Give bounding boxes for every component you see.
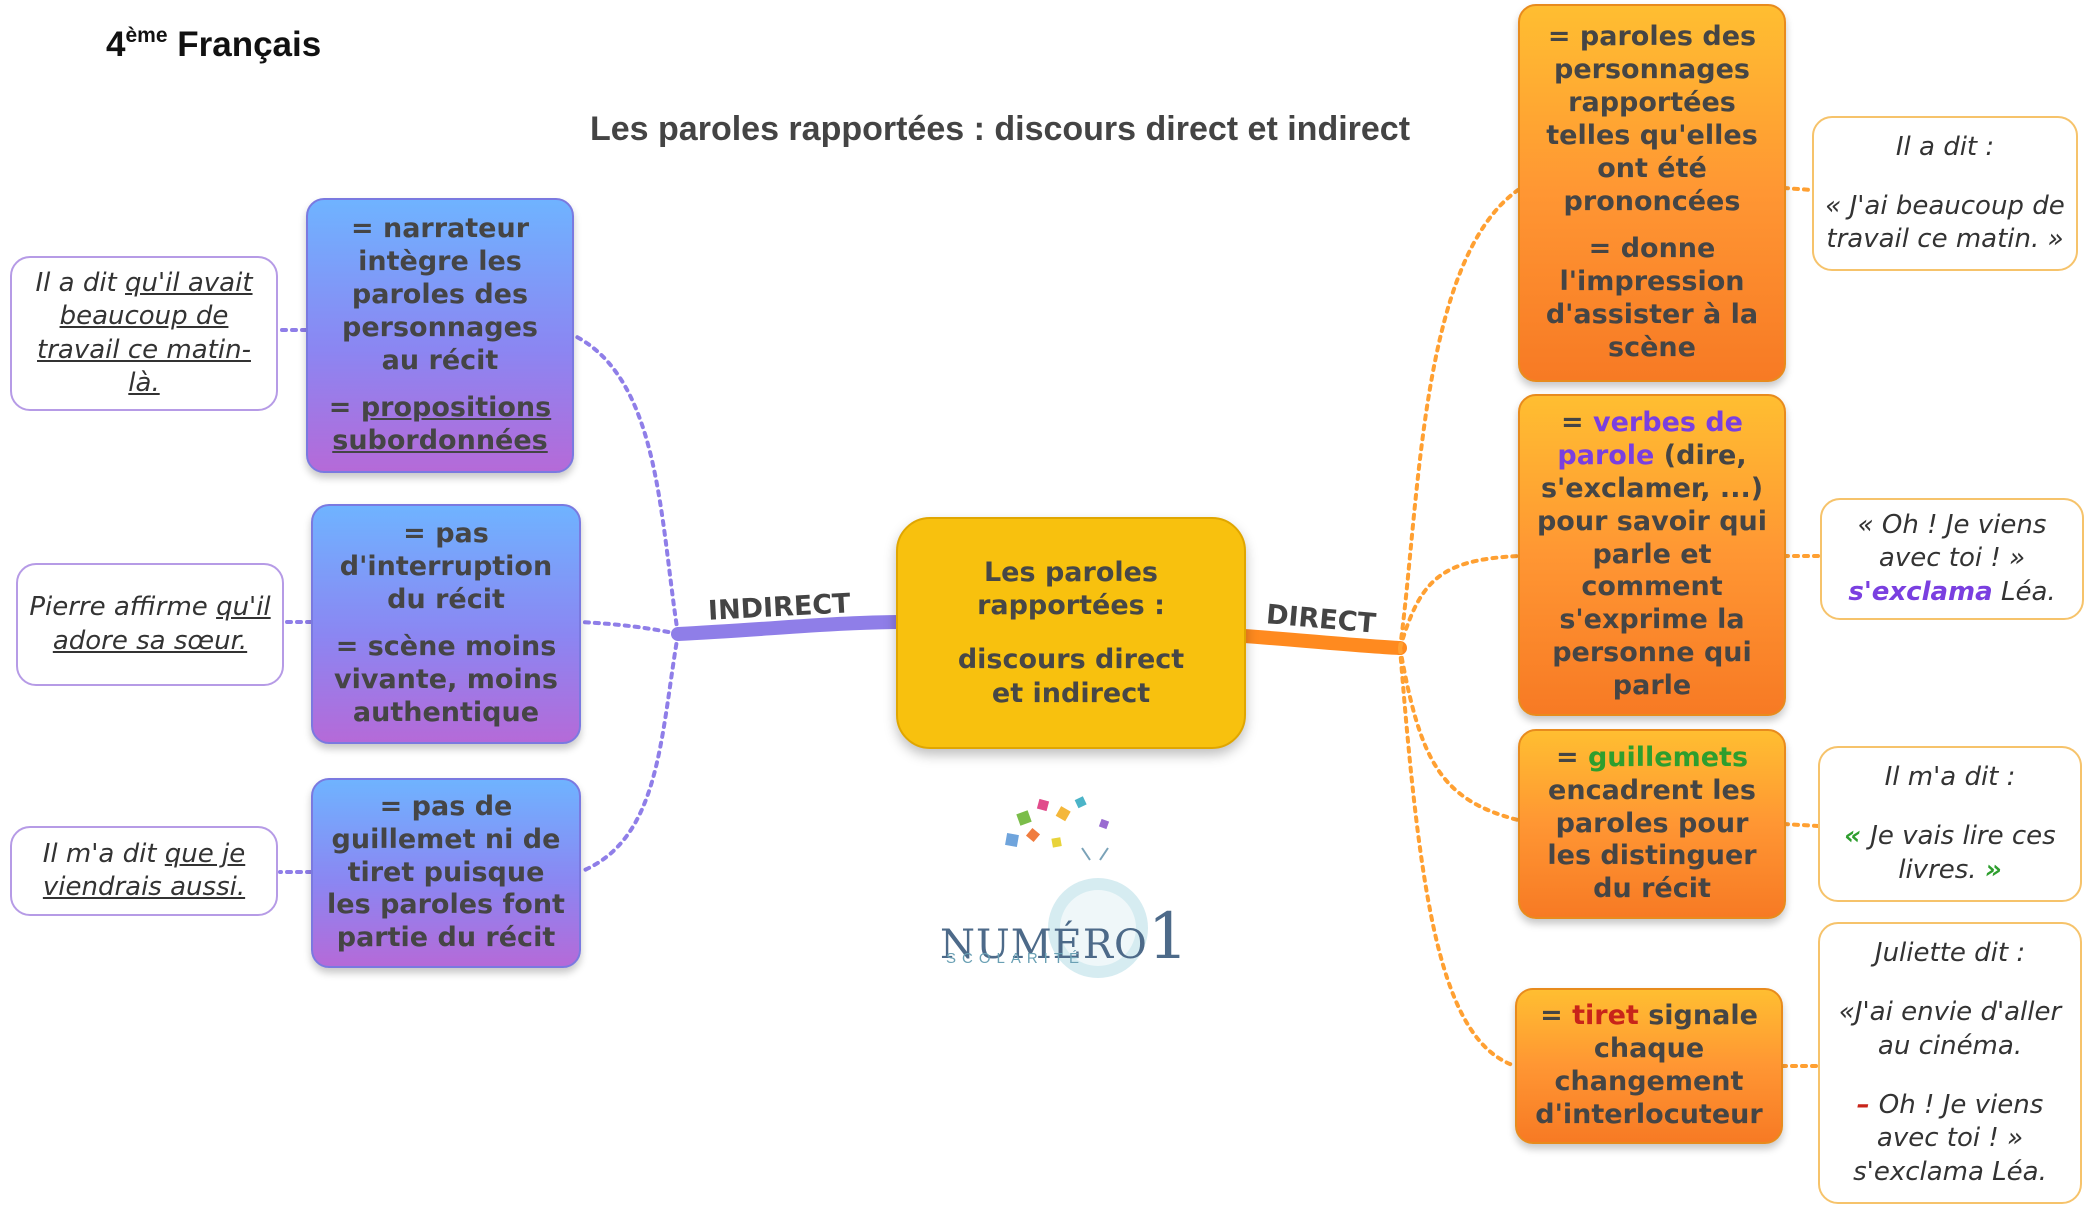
direct-example-1: Il a dit : « J'ai beaucoup de travail ce… <box>1812 116 2078 271</box>
indirect-box-no-interruption: = pas d'interruption du récit = scène mo… <box>311 504 581 744</box>
direct-box-3-highlight: guillemets <box>1587 741 1749 773</box>
logo-subtitle: SCOLARITÉ <box>946 950 1086 967</box>
central-line-3: discours direct <box>957 644 1185 675</box>
indirect-box-2-text-2: = scène moins vivante, moins authentique <box>333 631 558 728</box>
page-title: Les paroles rapportées : discours direct… <box>590 110 1411 148</box>
grade-suffix: ème <box>125 24 168 47</box>
indirect-box-integration: = narrateur intègre les paroles des pers… <box>306 198 574 473</box>
direct-box-4-text: = tiret signale chaque changement d'inte… <box>1529 1000 1769 1132</box>
direct-box-2-prefix: = <box>1560 406 1594 438</box>
direct-example-1-line-1: Il a dit : <box>1895 131 1995 162</box>
direct-example-4-line-3: Oh ! Je viens avec toi ! » s'exclama Léa… <box>1853 1090 2047 1187</box>
direct-box-2-highlight: verbes de parole <box>1557 406 1743 471</box>
direct-box-4-prefix: = <box>1540 1000 1573 1032</box>
direct-box-tiret: = tiret signale chaque changement d'inte… <box>1515 988 1783 1144</box>
direct-box-1-text: = paroles des personnages rapportées tel… <box>1546 21 1758 217</box>
direct-example-4-line-2: «J'ai envie d'aller au cinéma. <box>1838 997 2062 1061</box>
central-line-4: et indirect <box>991 677 1151 709</box>
direct-example-2-quote: « Oh ! Je viens avec toi ! » <box>1857 510 2047 574</box>
subject-name: Français <box>177 25 322 64</box>
indirect-example-2-underlined: qu'il adore sa sœur. <box>52 592 271 656</box>
indirect-example-3: Il m'a dit que je viendrais aussi. <box>10 826 278 916</box>
direct-example-4-line-1: Juliette dit : <box>1874 938 2026 969</box>
indirect-box-1-underlined: propositions subordonnées <box>332 391 552 456</box>
indirect-box-1-text: = narrateur intègre les paroles des pers… <box>342 213 538 376</box>
direct-example-2-verb: s'exclama <box>1848 576 1993 607</box>
numero1-logo: NUMÉRO1 SCOLARITÉ <box>940 790 1189 990</box>
direct-box-3-text: = guillemets encadrent les paroles pour … <box>1532 742 1772 907</box>
indirect-example-1: Il a dit qu'il avait beaucoup de travail… <box>10 256 278 411</box>
direct-box-1-text-2: = donne l'impression d'assister à la scè… <box>1545 232 1759 363</box>
logo-name: NUMÉRO <box>940 922 1148 968</box>
direct-box-2-rest: (dire, s'exclamer, ...) pour savoir qui … <box>1536 439 1768 702</box>
direct-box-4-highlight: tiret <box>1572 1000 1639 1032</box>
indirect-example-1-underlined: qu'il avait beaucoup de travail ce matin… <box>37 267 253 398</box>
direct-example-4-dash: – <box>1856 1090 1879 1120</box>
logo-digit: 1 <box>1147 900 1190 974</box>
direct-box-speech-verbs: = verbes de parole (dire, s'exclamer, ..… <box>1518 394 1786 716</box>
direct-box-2-text: = verbes de parole (dire, s'exclamer, ..… <box>1532 407 1772 703</box>
direct-box-3-rest: encadrent les paroles pour les distingue… <box>1547 774 1757 905</box>
direct-branch-line <box>1237 629 1407 655</box>
direct-box-3-prefix: = <box>1555 741 1588 773</box>
indirect-example-3-pre: Il m'a dit <box>42 838 165 869</box>
indirect-branch-line <box>671 615 907 641</box>
indirect-example-2: Pierre affirme qu'il adore sa sœur. <box>16 563 284 686</box>
direct-example-4: Juliette dit : «J'ai envie d'aller au ci… <box>1818 922 2082 1204</box>
indirect-box-no-quotes: = pas de guillemet ni de tiret puisque l… <box>311 778 581 968</box>
central-line-1: Les paroles <box>983 556 1159 588</box>
direct-example-3-text: Je vais lire ces livres. <box>1870 821 2056 885</box>
direct-box-4-rest: signale chaque changement d'interlocuteu… <box>1535 1000 1763 1130</box>
direct-example-3-open-quote: « <box>1844 821 1871 852</box>
central-topic: Les paroles rapportées : discours direct… <box>896 517 1246 749</box>
logo-graphic <box>1005 796 1148 978</box>
grade-number: 4 <box>106 25 126 64</box>
direct-box-guillemets: = guillemets encadrent les paroles pour … <box>1518 729 1786 919</box>
direct-example-3-line-1: Il m'a dit : <box>1884 762 2016 793</box>
grade-label: 4ème Français <box>106 24 321 65</box>
indirect-box-1-prefix: = <box>328 391 361 423</box>
central-line-2: rapportées : <box>977 590 1165 622</box>
direct-example-2: « Oh ! Je viens avec toi ! » s'exclama L… <box>1820 498 2084 620</box>
direct-example-1-line-2: « J'ai beaucoup de travail ce matin. » <box>1825 190 2065 255</box>
indirect-example-1-pre: Il a dit <box>35 267 126 298</box>
direct-example-2-tail: Léa. <box>1992 576 2056 607</box>
indirect-example-2-pre: Pierre affirme <box>29 592 217 623</box>
direct-example-3: Il m'a dit : « Je vais lire ces livres. … <box>1818 746 2082 902</box>
indirect-box-2-text: = pas d'interruption du récit <box>339 518 553 616</box>
direct-example-3-close-quote: » <box>1984 854 2002 885</box>
direct-box-definition: = paroles des personnages rapportées tel… <box>1518 4 1786 382</box>
indirect-example-3-underlined: que je viendrais aussi. <box>42 838 246 902</box>
indirect-box-3-text: = pas de guillemet ni de tiret puisque l… <box>327 790 565 954</box>
indirect-box-1-subordinates: = propositions subordonnées <box>320 392 560 458</box>
